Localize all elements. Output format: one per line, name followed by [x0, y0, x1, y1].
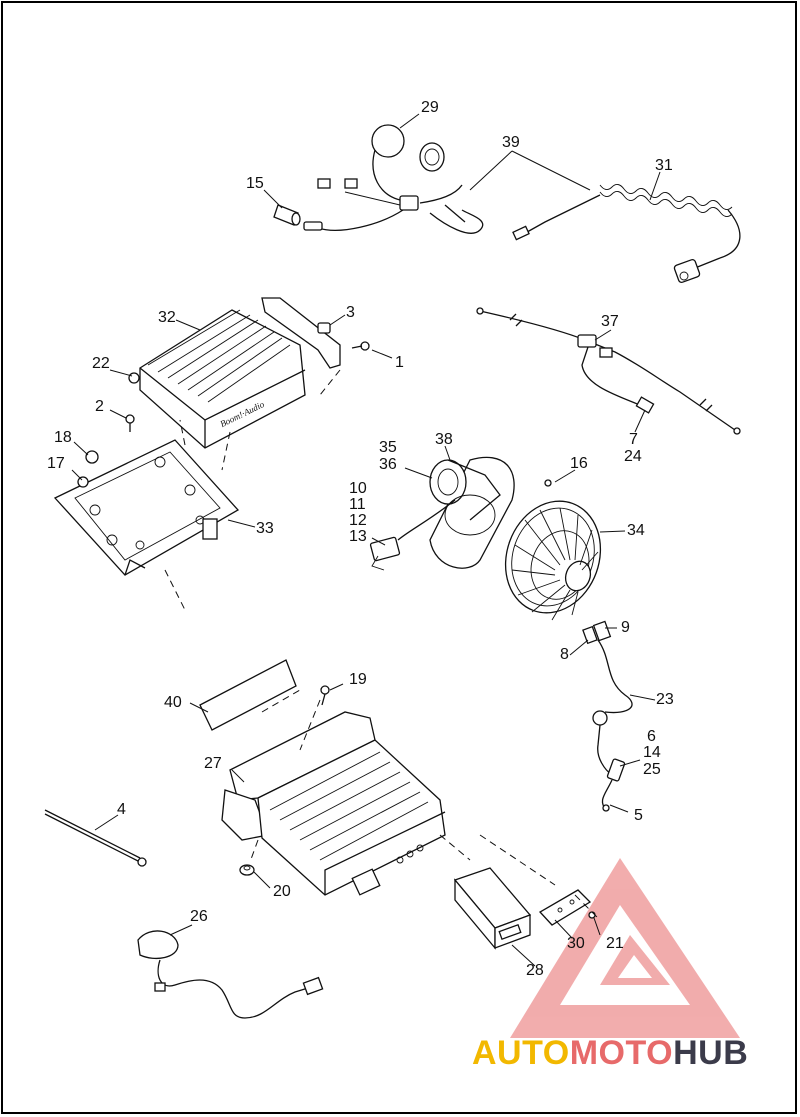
callout-23: 23 — [656, 691, 674, 708]
callout-3: 3 — [346, 304, 355, 321]
callout-16: 16 — [570, 455, 588, 472]
callout-22: 22 — [92, 355, 110, 372]
part-30-bracket — [538, 889, 592, 926]
callout-34: 34 — [627, 522, 645, 539]
part-23-small-harness — [582, 620, 633, 812]
watermark-logo-triangle — [510, 858, 740, 1038]
watermark-moto: MOTO — [569, 1034, 674, 1072]
callout-8: 8 — [560, 646, 569, 663]
callout-12: 12 — [349, 512, 367, 529]
part-40-label-sheet — [199, 659, 297, 731]
watermark-text: AUTOMOTOHUB — [472, 1034, 748, 1072]
part-19-screw — [320, 685, 330, 706]
callout-37: 37 — [601, 313, 619, 330]
callout-27: 27 — [204, 755, 222, 772]
callout-11: 11 — [349, 496, 366, 513]
part-33-mounting-plate — [53, 439, 240, 576]
part-15-plug — [273, 204, 301, 226]
callout-18: 18 — [54, 429, 72, 446]
part-3-side-bracket — [261, 297, 370, 369]
callout-4: 4 — [117, 801, 126, 818]
part-32-amplifier: Boom!·Audio — [128, 309, 306, 449]
callout-40: 40 — [164, 694, 182, 711]
callout-38: 38 — [435, 431, 453, 448]
callout-19: 19 — [349, 671, 367, 688]
part-28-module — [453, 867, 532, 950]
part-4-cable-tie — [44, 809, 147, 867]
callout-32: 32 — [158, 309, 176, 326]
callout-9: 9 — [621, 619, 630, 636]
part-34-speaker-basket — [504, 479, 602, 621]
callout-31: 31 — [655, 157, 673, 174]
part-31-coiled-cord — [512, 184, 741, 284]
part-29-headset-mic — [303, 124, 484, 234]
callout-5: 5 — [634, 807, 643, 824]
callout-2: 2 — [95, 398, 104, 415]
callout-1: 1 — [395, 354, 404, 371]
part-38-speaker — [369, 456, 515, 571]
callout-13: 13 — [349, 528, 367, 545]
callout-28: 28 — [526, 962, 544, 979]
callout-21: 21 — [606, 935, 624, 952]
callout-17: 17 — [47, 455, 65, 472]
callout-15: 15 — [246, 175, 264, 192]
part-2-screw — [125, 414, 135, 432]
part-26-antenna — [137, 930, 324, 1019]
part-27-radio-unit — [221, 711, 446, 896]
watermark-auto: AUTO — [472, 1034, 570, 1072]
watermark-hub: HUB — [673, 1034, 749, 1072]
callout-leaders — [71, 113, 661, 967]
callout-25: 25 — [643, 761, 661, 778]
callout-39: 39 — [502, 134, 520, 151]
callout-7: 7 — [629, 431, 638, 448]
callout-26: 26 — [190, 908, 208, 925]
callout-29: 29 — [421, 99, 439, 116]
callout-14: 14 — [643, 744, 661, 761]
callout-24: 24 — [624, 448, 642, 465]
callout-36: 36 — [379, 456, 397, 473]
part-21-screw — [588, 911, 596, 919]
part-20-grommet — [239, 864, 255, 876]
callout-6: 6 — [647, 728, 656, 745]
callout-20: 20 — [273, 883, 291, 900]
callout-33: 33 — [256, 520, 274, 537]
callout-35: 35 — [379, 439, 397, 456]
callout-30: 30 — [567, 935, 585, 952]
callout-10: 10 — [349, 480, 367, 497]
part-37-harness — [476, 307, 741, 435]
